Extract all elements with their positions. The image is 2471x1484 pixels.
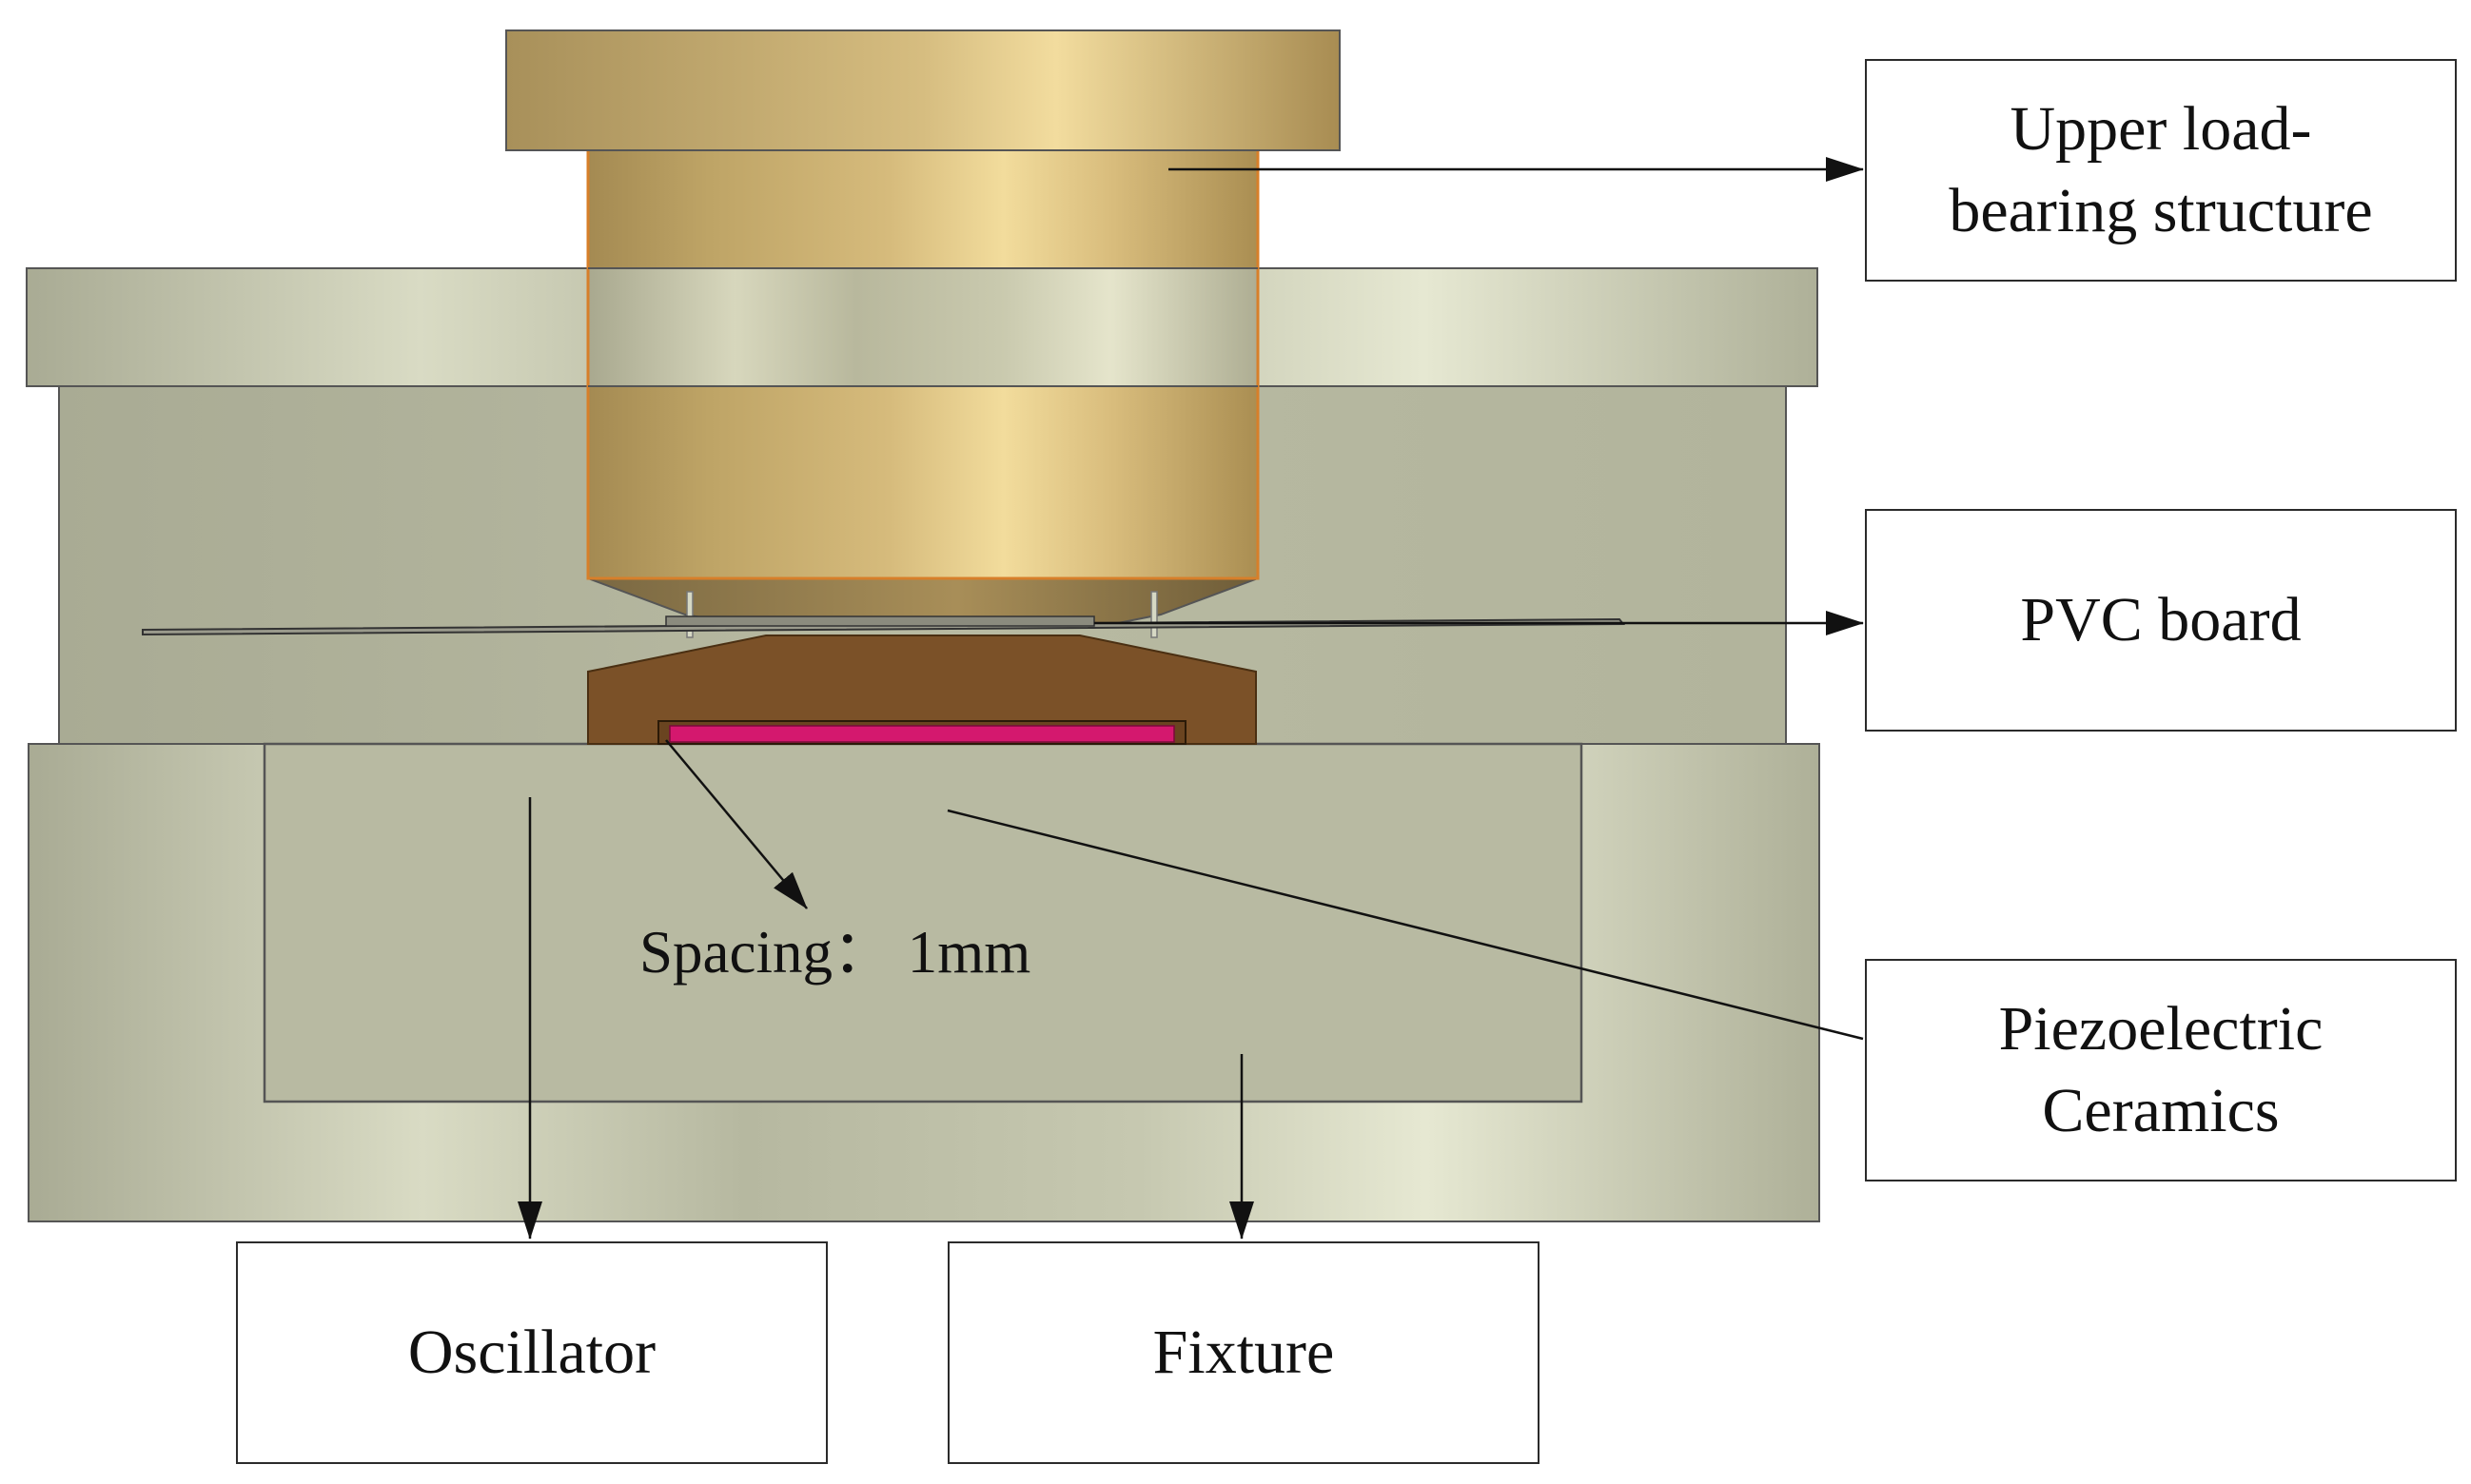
pvc-board-text: PVC board	[2020, 585, 2302, 655]
fixture-cavity	[263, 742, 1583, 1103]
label-piezoelectric-ceramics: Piezoelectric Ceramics	[1865, 959, 2457, 1181]
upper-load-line-1: Upper load-	[2010, 94, 2312, 165]
oscillator-text: Oscillator	[407, 1318, 657, 1388]
label-fixture: Fixture	[948, 1241, 1539, 1464]
upper-structure-cap	[505, 29, 1341, 151]
piezo-leader-line	[947, 809, 1864, 1041]
label-oscillator: Oscillator	[236, 1241, 828, 1464]
pvc-clamp	[665, 615, 1095, 627]
piezo-line-1: Piezoelectric	[1998, 994, 2324, 1064]
label-upper-load-bearing-structure: Upper load- bearing structure	[1865, 59, 2457, 282]
lower-support	[587, 635, 1257, 745]
spacing-annotation: Spacing： 1mm	[639, 919, 1031, 986]
fixture-text: Fixture	[1152, 1318, 1335, 1388]
guide-sleeve-left	[686, 591, 694, 638]
spacing-arrow	[665, 739, 808, 909]
label-pvc-board: PVC board	[1865, 509, 2457, 732]
piezo-line-2: Ceramics	[2042, 1076, 2280, 1145]
guide-sleeve-right	[1150, 591, 1158, 638]
top-plate-through-band	[588, 268, 1258, 386]
piezoelectric-ceramic	[669, 725, 1175, 743]
upper-load-line-2: bearing structure	[1949, 176, 2373, 245]
